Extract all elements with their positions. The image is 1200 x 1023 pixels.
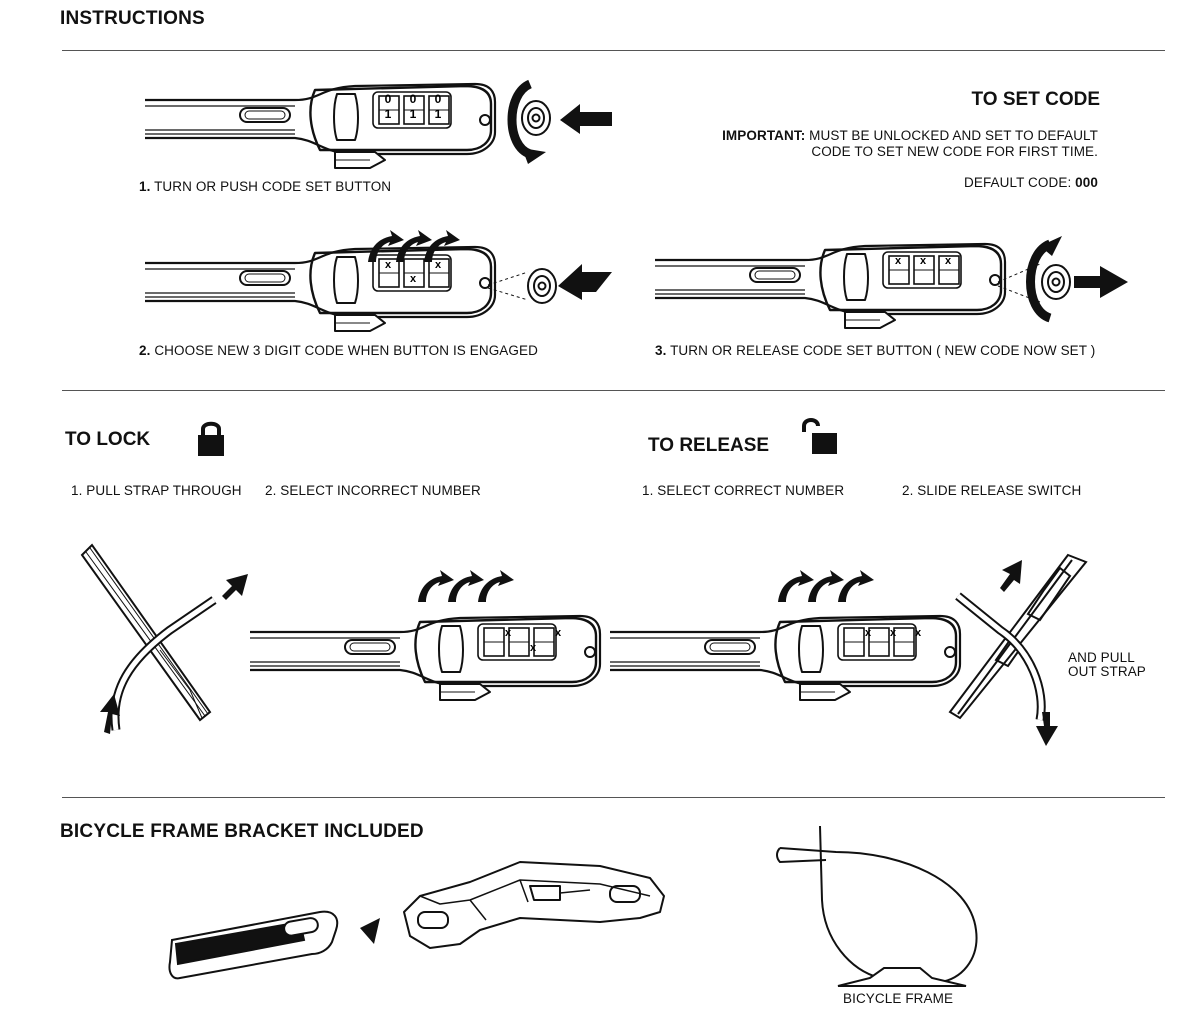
push-arrow-icon xyxy=(560,104,612,134)
release-dial-mark-1: x xyxy=(865,627,872,639)
lock-dial-mark-2: x xyxy=(530,642,537,654)
release-note-2: OUT STRAP xyxy=(1068,664,1146,679)
default-code-value: 000 xyxy=(1075,175,1098,190)
set-step-1-number: 1. xyxy=(139,179,151,194)
release-rotate-arrowhead-icon xyxy=(1040,236,1062,256)
bicycle-frame-mount-illustration xyxy=(776,825,978,987)
release-dial-roll-arrows-icon xyxy=(778,570,874,602)
release-note-1: AND PULL xyxy=(1068,650,1135,665)
button-guide-lines xyxy=(487,271,529,301)
release-step-2: 2. SLIDE RELEASE SWITCH xyxy=(902,483,1082,498)
lock-dial-mark-1: x xyxy=(505,627,512,639)
dial-mark-3b: x xyxy=(920,255,927,267)
release-dial-mark-3: x xyxy=(915,627,922,639)
important-line-1: IMPORTANT: MUST BE UNLOCKED AND SET TO D… xyxy=(600,128,1098,143)
release-dial-mark-2: x xyxy=(890,627,897,639)
default-code-label: DEFAULT CODE: xyxy=(963,175,1072,190)
page-title: INSTRUCTIONS xyxy=(60,8,205,29)
lock-step-2: 2. SELECT INCORRECT NUMBER xyxy=(265,483,481,498)
divider-bottom xyxy=(62,797,1165,798)
release-rotate-arrow-icon xyxy=(1026,239,1053,323)
divider-top xyxy=(62,50,1165,51)
set-step-1: 1. TURN OR PUSH CODE SET BUTTON xyxy=(139,179,391,194)
dial-mark-2c: x xyxy=(435,259,442,271)
important-text-1: MUST BE UNLOCKED AND SET TO DEFAULT xyxy=(809,128,1098,143)
set-step-2-number: 2. xyxy=(139,343,151,358)
dial-mark-3a: x xyxy=(895,255,902,267)
set-step-1-text: TURN OR PUSH CODE SET BUTTON xyxy=(154,179,392,194)
set-step-2: 2. CHOOSE NEW 3 DIGIT CODE WHEN BUTTON I… xyxy=(139,343,538,358)
dial-top-2: 0 xyxy=(410,92,417,106)
dial-top-1: 0 xyxy=(385,92,392,106)
set-step-3: 3. TURN OR RELEASE CODE SET BUTTON ( NEW… xyxy=(655,343,1095,358)
release-step-1: 1. SELECT CORRECT NUMBER xyxy=(642,483,845,498)
pull-out-arrow-icon xyxy=(1074,266,1128,298)
bicycle-frame-label: BICYCLE FRAME xyxy=(843,991,954,1006)
padlock-open-icon xyxy=(802,418,837,454)
lock-dial-roll-arrows-icon xyxy=(418,570,514,602)
dial-mark-2b: x xyxy=(410,273,417,285)
dial-mark-3c: x xyxy=(945,255,952,267)
frame-bracket-illustration xyxy=(403,861,665,949)
strap-up-arrow-icon xyxy=(222,574,248,600)
set-code-title: TO SET CODE xyxy=(971,89,1100,110)
strap-through-illustration xyxy=(80,543,217,731)
dial-top-3: 0 xyxy=(435,92,442,106)
pull-down-arrow-icon xyxy=(1036,712,1058,746)
bracket-title: BICYCLE FRAME BRACKET INCLUDED xyxy=(60,821,424,842)
divider-middle xyxy=(62,390,1165,391)
rotate-arrowhead-icon xyxy=(522,148,546,164)
dial-bottom-3: 1 xyxy=(435,107,442,121)
strap-in-arrow-icon xyxy=(100,694,120,734)
lock-dial-mark-3: x xyxy=(555,627,562,639)
important-text-2: CODE TO SET NEW CODE FOR FIRST TIME. xyxy=(811,144,1098,159)
default-code: DEFAULT CODE: 000 xyxy=(600,175,1098,190)
lock-step-1: 1. PULL STRAP THROUGH xyxy=(71,483,242,498)
set-step-3-text: TURN OR RELEASE CODE SET BUTTON ( NEW CO… xyxy=(670,343,1096,358)
slide-switch-arrow-icon xyxy=(1000,560,1022,592)
insert-arrow-icon xyxy=(360,918,380,944)
dial-roll-arrows-icon xyxy=(368,230,460,262)
dial-mark-2a: x xyxy=(385,259,392,271)
release-switch-illustration xyxy=(948,553,1088,721)
set-step-3-number: 3. xyxy=(655,343,667,358)
dial-bottom-1: 1 xyxy=(385,107,392,121)
important-label: IMPORTANT: xyxy=(722,128,806,143)
push-in-arrow-icon xyxy=(558,264,612,300)
set-step-2-text: CHOOSE NEW 3 DIGIT CODE WHEN BUTTON IS E… xyxy=(154,343,538,358)
ribbed-strap-illustration xyxy=(168,910,339,980)
dial-bottom-2: 1 xyxy=(410,107,417,121)
padlock-closed-icon xyxy=(198,421,224,456)
to-release-title: TO RELEASE xyxy=(648,435,770,456)
to-lock-title: TO LOCK xyxy=(65,429,151,450)
